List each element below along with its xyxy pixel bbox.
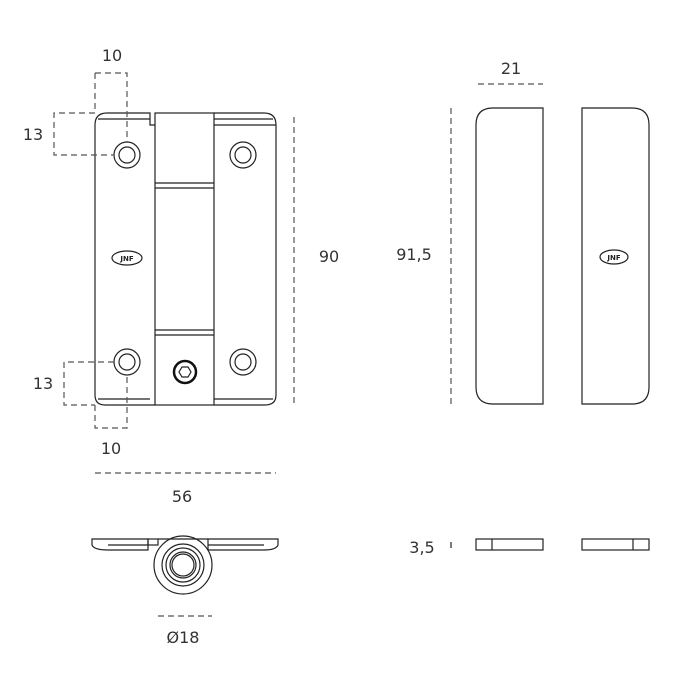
right-leaf [214,112,277,406]
thickness-leaf-right [581,538,650,551]
adjustment-screw-icon [172,359,198,385]
dim-line-hole-side-top [95,72,128,142]
svg-text:JNF: JNF [606,254,620,262]
brand-logo-icon: JNF [111,250,143,266]
barrel-top-view [153,535,213,595]
front-view: JNF 10 13 13 10 90 56 [23,46,339,506]
dim-label-leaf-height: 91,5 [396,245,432,264]
svg-text:JNF: JNF [119,255,133,263]
dim-line-hole-bottom [63,361,114,406]
dim-line-hole-side-bottom [94,375,128,429]
dim-label-width: 56 [172,487,192,506]
thickness-view: 3,5 [409,538,650,557]
brand-logo-side-icon: JNF [599,249,629,265]
top-view: Ø18 [91,535,279,647]
dim-label-barrel-diameter: Ø18 [167,628,200,647]
barrel [154,112,215,406]
thickness-leaf-left [475,538,544,551]
dim-label-hole-side-top: 10 [102,46,122,65]
screw-hole-bottom-right [229,348,257,376]
side-leaf-left [475,107,544,405]
screw-hole-top-right [229,141,257,169]
dim-label-leaf-width: 21 [501,59,521,78]
dim-label-hole-top: 13 [23,125,43,144]
left-leaf [94,112,155,406]
screw-hole-top-left [113,141,141,169]
side-view: JNF 21 91,5 [396,59,650,405]
dim-line-hole-top [53,112,114,156]
dim-label-height: 90 [319,247,339,266]
dim-label-hole-side-bottom: 10 [101,439,121,458]
dim-label-thickness: 3,5 [409,538,434,557]
side-leaf-right [581,107,650,405]
dim-label-hole-bottom: 13 [33,374,53,393]
top-leaf-left [91,538,149,551]
top-leaf-right [207,538,279,551]
screw-hole-bottom-left [113,348,141,376]
top-leaf-joint [147,538,159,546]
